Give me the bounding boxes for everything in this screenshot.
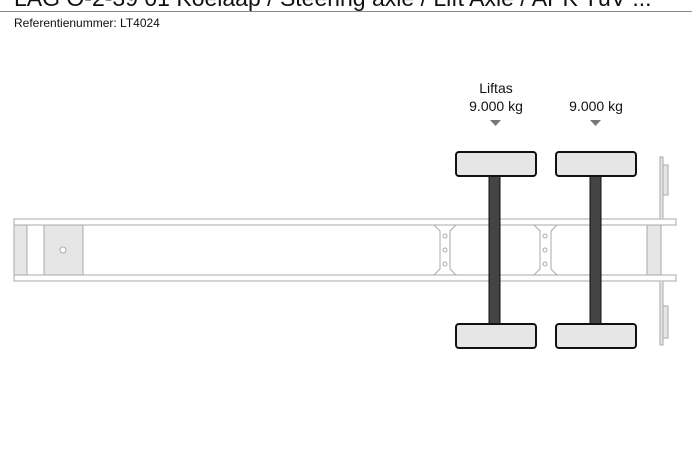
rear-light-bottom: [662, 305, 669, 339]
wheel-bottom: [555, 323, 637, 349]
axle-load: 9.000 kg: [469, 98, 523, 114]
bolt: [442, 247, 448, 253]
rear-light-top: [662, 164, 669, 196]
cross-member-1: [433, 224, 457, 276]
kingpin: [59, 246, 67, 254]
wheel-top: [555, 151, 637, 177]
axle-1: Liftas 9.000 kg: [455, 80, 537, 349]
frame-rail-bottom: [13, 274, 677, 282]
axle-beam: [589, 174, 602, 326]
bolt: [442, 261, 448, 267]
title-divider: [0, 11, 692, 12]
bolt: [442, 233, 448, 239]
bolt: [542, 261, 548, 267]
reference-number: Referentienummer: LT4024: [14, 16, 160, 30]
frame-rail-top: [13, 218, 677, 226]
axle-2: 9.000 kg: [555, 98, 637, 349]
bolt: [542, 247, 548, 253]
trailer-frame: [13, 156, 677, 346]
page-title: LAG O-2-39 01 Koelaap / Steering axle / …: [14, 0, 652, 12]
bolt: [542, 233, 548, 239]
load-marker-icon: [490, 120, 501, 126]
front-end-plate: [13, 224, 28, 276]
rear-end-plate: [646, 224, 662, 276]
wheel-top: [455, 151, 537, 177]
axle-beam: [488, 174, 501, 326]
cross-member-2: [533, 224, 558, 276]
axle-load: 9.000 kg: [569, 98, 623, 114]
load-marker-icon: [590, 120, 601, 126]
axle-label: Liftas: [479, 80, 512, 96]
wheel-bottom: [455, 323, 537, 349]
